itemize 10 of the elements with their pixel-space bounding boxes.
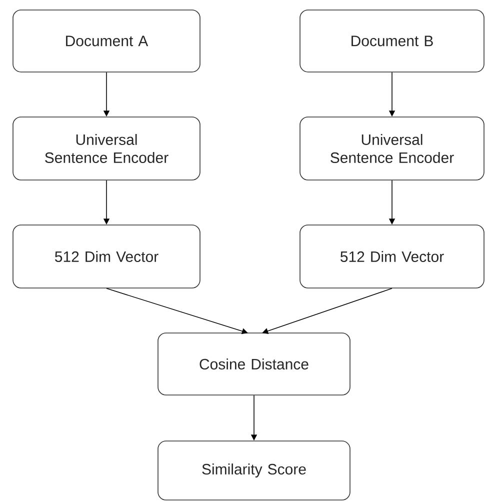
- process-box: Cosine Distance: [158, 332, 350, 396]
- process-box: Document A: [12, 10, 200, 72]
- process-box: Document B: [300, 10, 484, 72]
- process-box: Universal Sentence Encoder: [300, 116, 484, 180]
- process-box: Universal Sentence Encoder: [12, 116, 200, 180]
- process-box: Similarity Score: [158, 440, 350, 500]
- arrow: [262, 288, 392, 334]
- arrow: [106, 288, 248, 334]
- process-box: 512 Dim Vector: [300, 224, 484, 288]
- process-box: 512 Dim Vector: [12, 224, 200, 288]
